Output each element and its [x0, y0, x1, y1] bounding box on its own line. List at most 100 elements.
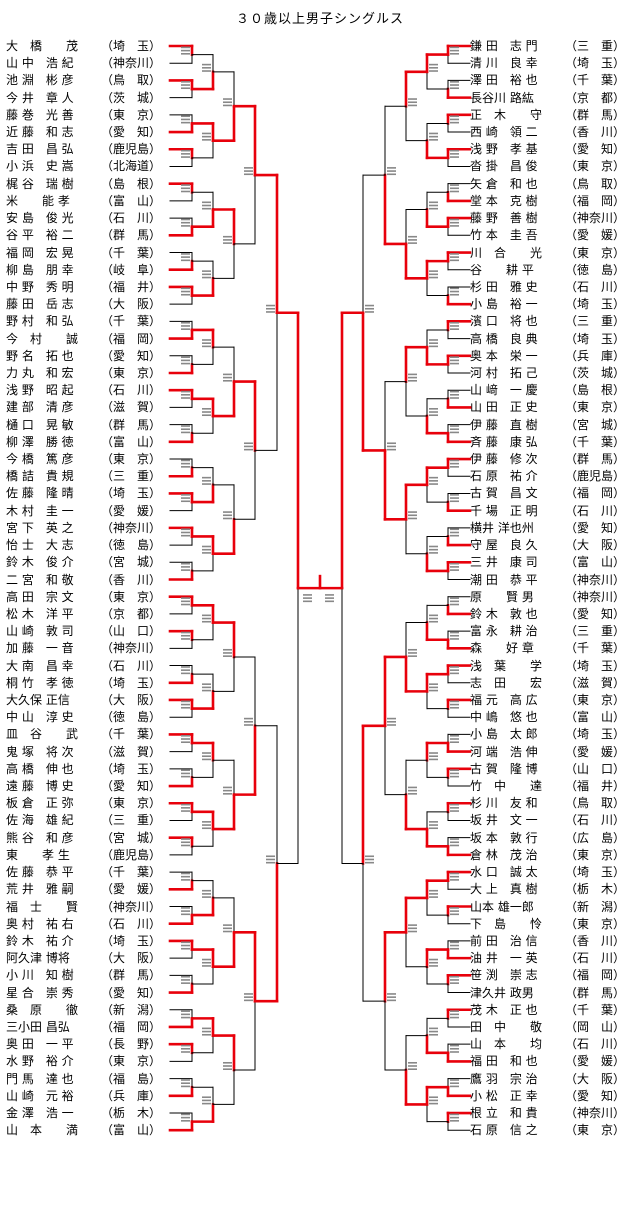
player-prefecture: （石 川）: [101, 383, 162, 398]
player-prefecture: （東 京）: [565, 245, 626, 260]
match-score-note: [181, 425, 190, 434]
player-name: 二 宮 和 敬: [6, 572, 74, 587]
final-score-note: [303, 594, 312, 603]
player-prefecture: （滋 賀）: [565, 675, 626, 690]
player-name: 佐 海 雄 紀: [6, 813, 74, 828]
left-player-row: 柳 澤 勝 徳（富 山）: [6, 432, 161, 452]
player-prefecture: （三 重）: [101, 813, 162, 828]
match-score-note: [450, 872, 459, 881]
player-name: 今 橋 篤 彦: [6, 452, 74, 467]
match-score-note: [202, 683, 211, 692]
right-player-row: 斉 藤 康 弘（千 葉）: [470, 432, 625, 452]
match-score-note: [244, 442, 253, 451]
player-name: 茂 木 正 也: [470, 1002, 538, 1017]
left-player-row: 山 中 浩 紀（神奈川）: [6, 53, 161, 73]
match-score-note: [450, 735, 459, 744]
right-player-row: 杉 田 雅 史（石 川）: [470, 277, 625, 297]
player-name: 今 井 章 人: [6, 90, 74, 105]
player-name: 正 木 守: [470, 107, 543, 122]
right-player-row: 西 崎 領 二（香 川）: [470, 122, 625, 142]
match-score-note: [181, 149, 190, 158]
match-score-note: [429, 63, 438, 72]
right-player-row: 横井 洋也州（愛 知）: [470, 518, 625, 538]
right-player-row: 矢 倉 和 也（鳥 取）: [470, 174, 625, 194]
player-name: 高 橋 伸 也: [6, 761, 74, 776]
match-score-note: [429, 1096, 438, 1105]
player-prefecture: （大 阪）: [101, 692, 162, 707]
match-score-note: [223, 373, 232, 382]
match-score-note: [223, 924, 232, 933]
left-player-row: 米 能 孝（富 山）: [6, 191, 161, 211]
player-prefecture: （三 重）: [565, 314, 626, 329]
final-score-note: [325, 594, 334, 603]
player-name: 前 田 治 信: [470, 933, 538, 948]
match-score-note: [181, 494, 190, 503]
match-score-note: [429, 201, 438, 210]
right-player-row: 沓 掛 昌 俊（東 京）: [470, 156, 625, 176]
player-name: 伊 藤 直 樹: [470, 417, 538, 432]
match-score-note: [450, 631, 459, 640]
left-player-row: 佐 藤 恭 平（千 葉）: [6, 862, 161, 882]
player-name: 鎌 田 志 門: [470, 39, 538, 53]
left-player-row: 小 川 知 樹（群 馬）: [6, 965, 161, 985]
right-player-row: 田 中 敬（岡 山）: [470, 1017, 625, 1037]
player-prefecture: （宮 城）: [101, 830, 162, 845]
right-player-row: 富 永 耕 治（三 重）: [470, 621, 625, 641]
player-prefecture: （福 岡）: [101, 1019, 162, 1034]
player-prefecture: （愛 知）: [565, 520, 626, 535]
match-score-note: [387, 442, 396, 451]
match-score-note: [181, 1010, 190, 1019]
player-name: 柳 島 朋 幸: [6, 262, 74, 277]
player-prefecture: （岡 山）: [565, 1019, 626, 1034]
player-prefecture: （愛 媛）: [101, 882, 162, 897]
player-name: 富 永 耕 治: [470, 624, 538, 639]
match-score-note: [202, 270, 211, 279]
player-prefecture: （埼 玉）: [565, 331, 626, 346]
player-prefecture: （千 葉）: [565, 434, 626, 449]
player-prefecture: （富 山）: [101, 1123, 162, 1138]
player-name: 近 藤 和 志: [6, 125, 74, 140]
player-prefecture: （石 川）: [565, 503, 626, 518]
player-name: 西 崎 領 二: [470, 125, 538, 140]
right-player-row: 高 橋 良 典（埼 玉）: [470, 329, 625, 349]
right-player-row: 津久井 政男（群 馬）: [470, 983, 625, 1003]
left-player-row: 今 村 誠（福 岡）: [6, 329, 161, 349]
left-player-row: 安 島 俊 光（石 川）: [6, 208, 161, 228]
right-player-row: 浅 葉 学（埼 玉）: [470, 656, 625, 676]
player-name: 小 松 正 幸: [470, 1088, 538, 1103]
right-player-row: 鎌 田 志 門（三 重）: [470, 36, 625, 56]
match-score-note: [181, 287, 190, 296]
player-name: 油 井 一 英: [470, 951, 538, 966]
right-player-row: 竹 本 圭 吾（愛 媛）: [470, 225, 625, 245]
match-score-note: [429, 476, 438, 485]
player-name: 橋 詰 貴 規: [6, 469, 74, 484]
player-prefecture: （愛 知）: [101, 779, 162, 794]
player-prefecture: （埼 玉）: [565, 727, 626, 742]
match-score-note: [408, 511, 417, 520]
player-name: 山 本 均: [470, 1037, 543, 1052]
player-prefecture: （千 葉）: [101, 245, 162, 260]
match-score-note: [429, 408, 438, 417]
left-player-row: 梶 谷 瑞 樹（島 根）: [6, 174, 161, 194]
player-name: 小 川 知 樹: [6, 968, 74, 983]
player-name: 加 藤 一 音: [6, 641, 74, 656]
player-name: 水 野 裕 介: [6, 1054, 74, 1069]
player-prefecture: （愛 知）: [101, 985, 162, 1000]
player-name: 大 橋 茂: [6, 39, 79, 53]
player-name: 小 島 太 郎: [470, 727, 538, 742]
match-score-note: [181, 356, 190, 365]
right-player-row: 水 口 誠 太（埼 玉）: [470, 862, 625, 882]
player-name: 野 名 拓 也: [6, 348, 74, 363]
right-player-row: 古 賀 隆 博（山 口）: [470, 759, 625, 779]
player-prefecture: （栃 木）: [101, 1106, 162, 1121]
player-name: 河 村 拓 己: [470, 365, 538, 380]
right-player-row: 鈴 木 敦 也（愛 知）: [470, 604, 625, 624]
right-player-row: 茂 木 正 也（千 葉）: [470, 1000, 625, 1020]
player-prefecture: （徳 島）: [101, 710, 162, 725]
player-prefecture: （大 阪）: [565, 1071, 626, 1086]
player-name: 堂 本 克 樹: [470, 193, 538, 208]
match-score-note: [181, 459, 190, 468]
match-score-note: [450, 81, 459, 90]
player-name: 東 孝 生: [6, 847, 70, 862]
